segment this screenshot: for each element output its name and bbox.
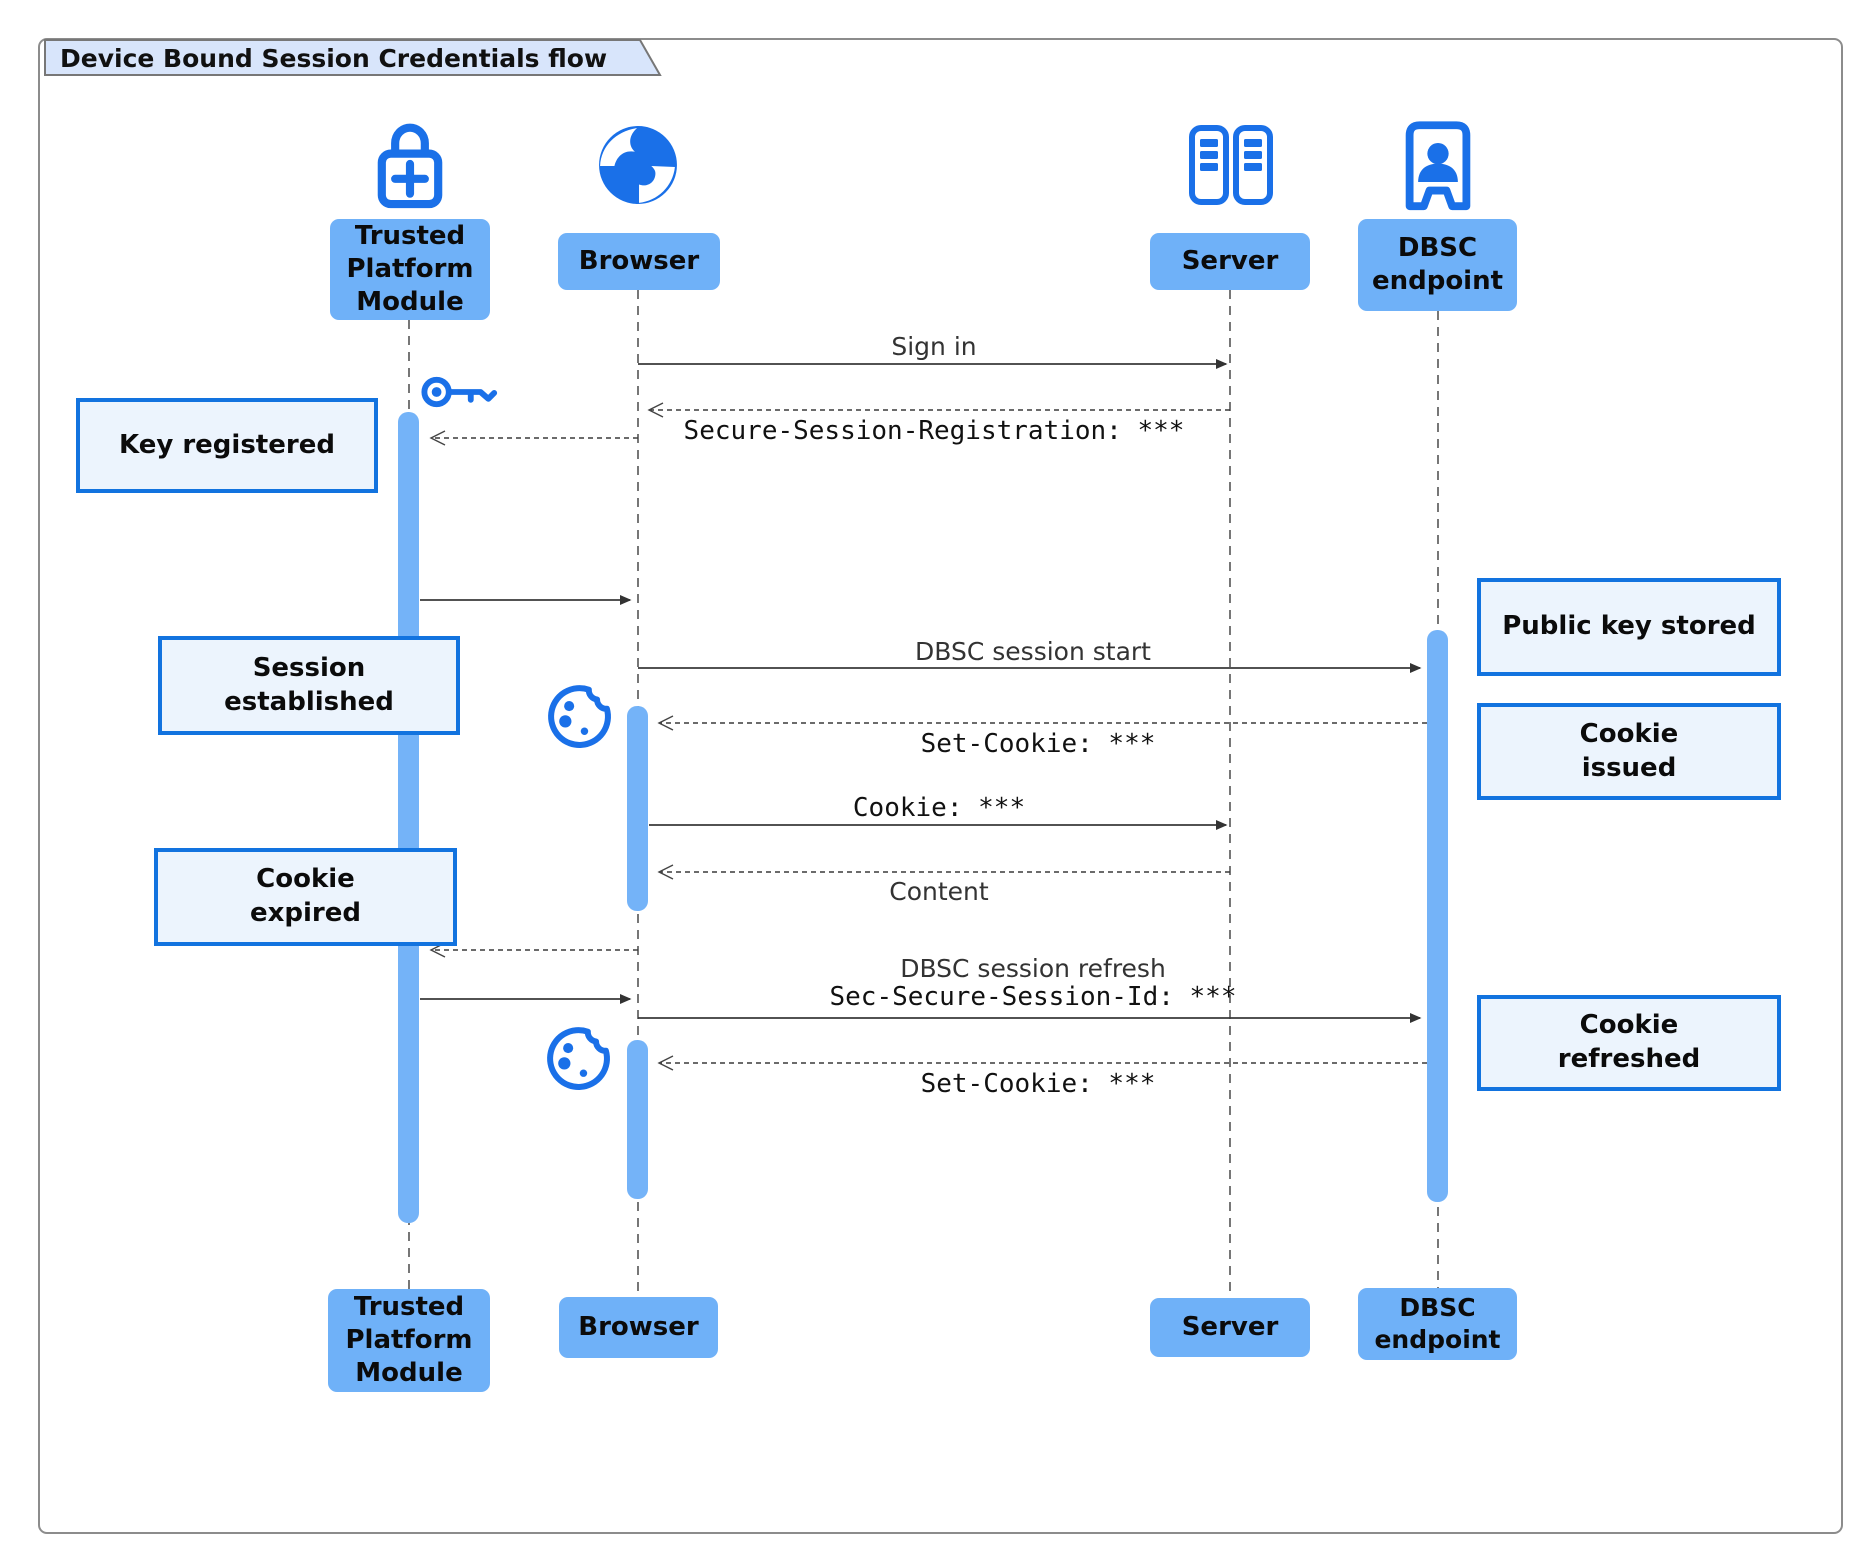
diagram-frame bbox=[38, 38, 1843, 1534]
diagram-title: Device Bound Session Credentials flow bbox=[60, 44, 608, 73]
message-content: Content bbox=[889, 877, 989, 906]
actor-browser-label: Browser bbox=[578, 1311, 699, 1342]
note-cookie-expired: Cookie expired bbox=[154, 848, 457, 946]
browser-activation-bar-1 bbox=[627, 706, 648, 911]
door-badge-icon bbox=[1394, 118, 1482, 216]
actor-server-label: Server bbox=[1181, 1311, 1279, 1342]
actor-tpm-label: Trusted Platform Module bbox=[346, 220, 474, 318]
cookie-icon bbox=[544, 682, 614, 756]
actor-tpm-top: Trusted Platform Module bbox=[330, 219, 490, 320]
message-set-cookie-refreshed: Set-Cookie: *** bbox=[920, 1069, 1156, 1099]
actor-server-top: Server bbox=[1150, 233, 1310, 290]
message-set-cookie-issued: Set-Cookie: *** bbox=[920, 729, 1156, 759]
dbsc-activation-bar bbox=[1427, 630, 1448, 1202]
tpm-activation-bar bbox=[398, 412, 419, 1223]
browser-activation-bar-2 bbox=[627, 1040, 648, 1199]
globe-icon bbox=[597, 124, 679, 210]
lock-plus-icon bbox=[364, 114, 456, 218]
actor-tpm-label: Trusted Platform Module bbox=[345, 1291, 473, 1389]
activation-bars bbox=[398, 412, 1448, 1223]
actor-dbsc-top: DBSC endpoint bbox=[1358, 219, 1517, 311]
actor-dbsc-label: DBSC endpoint bbox=[1371, 232, 1504, 296]
actor-browser-bottom: Browser bbox=[559, 1297, 718, 1358]
message-dbsc-session-refresh: DBSC session refresh bbox=[900, 954, 1166, 983]
note-cookie-refreshed: Cookie refreshed bbox=[1477, 995, 1781, 1091]
message-sign-in: Sign in bbox=[891, 332, 977, 361]
actor-server-label: Server bbox=[1181, 245, 1279, 276]
message-sec-secure-session-id: Sec-Secure-Session-Id: *** bbox=[829, 982, 1237, 1012]
actor-dbsc-bottom: DBSC endpoint bbox=[1358, 1288, 1517, 1360]
server-rack-icon bbox=[1188, 124, 1274, 210]
message-secure-session-registration: Secure-Session-Registration: *** bbox=[683, 416, 1185, 446]
note-key-registered: Key registered bbox=[76, 398, 378, 493]
note-public-key-stored: Public key stored bbox=[1477, 578, 1781, 676]
message-cookie-header: Cookie: *** bbox=[852, 793, 1026, 823]
key-icon bbox=[420, 368, 502, 420]
actor-dbsc-label: DBSC endpoint bbox=[1374, 1293, 1501, 1354]
actor-tpm-bottom: Trusted Platform Module bbox=[328, 1289, 490, 1392]
actor-browser-label: Browser bbox=[578, 245, 700, 276]
note-session-established: Session established bbox=[158, 636, 460, 735]
title-tab bbox=[44, 39, 662, 76]
note-cookie-issued: Cookie issued bbox=[1477, 703, 1781, 800]
message-dbsc-session-start: DBSC session start bbox=[915, 637, 1151, 666]
cookie-icon bbox=[543, 1024, 613, 1098]
actor-server-bottom: Server bbox=[1150, 1298, 1310, 1357]
actor-browser-top: Browser bbox=[558, 233, 720, 290]
